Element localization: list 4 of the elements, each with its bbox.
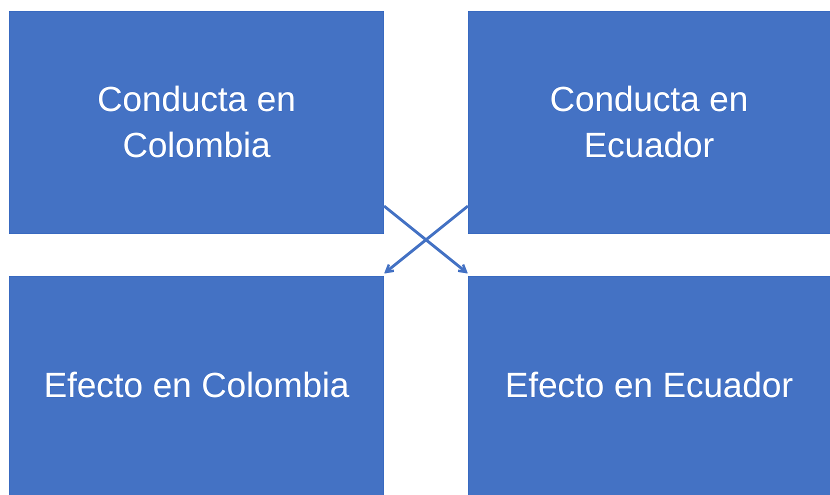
process-box: Conducta en Colombia xyxy=(9,11,384,234)
process-box: Efecto en Ecuador xyxy=(468,276,830,495)
process-box: Conducta en Ecuador xyxy=(468,11,830,234)
process-box: Efecto en Colombia xyxy=(9,276,384,495)
